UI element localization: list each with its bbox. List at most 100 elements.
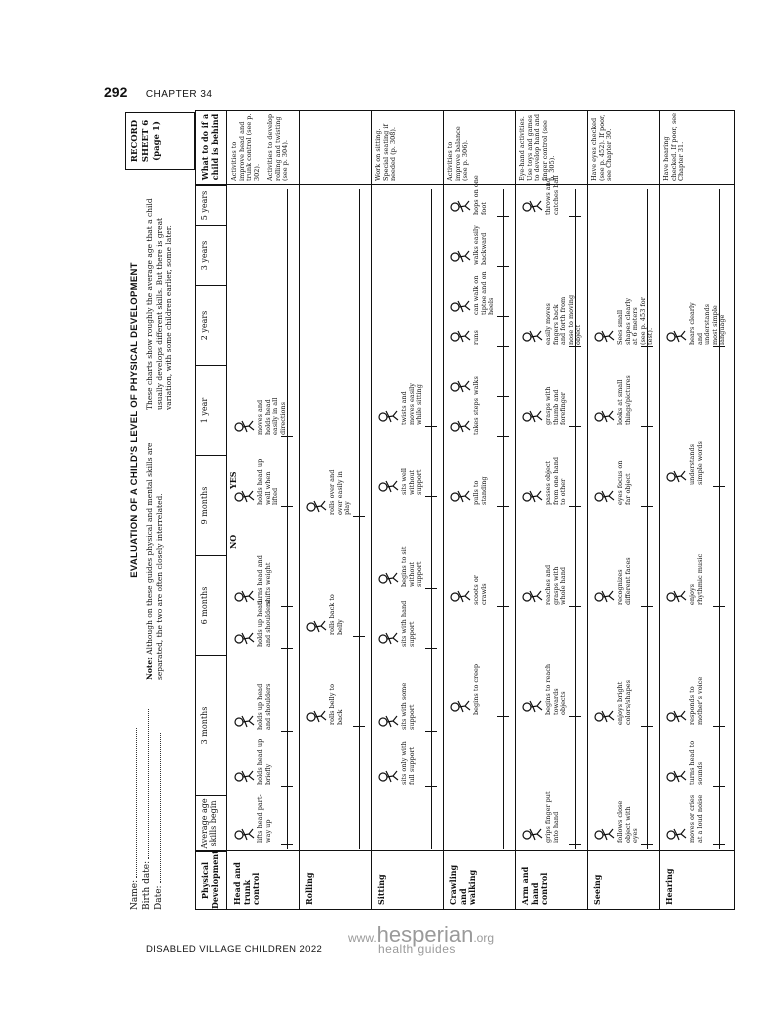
- milestone-tick: [281, 648, 293, 649]
- sheet-note: Note: Although on these guides physical …: [145, 420, 164, 681]
- row-label: Head and trunk control: [232, 862, 261, 905]
- milestone-label: sits only with full support: [400, 741, 416, 785]
- milestone-label: easily moves fingers back and forth from…: [544, 294, 582, 345]
- footer-book-title: DISABLED VILLAGE CHILDREN 2022: [146, 944, 323, 955]
- milestone-tick: [569, 606, 581, 607]
- child-figure-icon: [665, 323, 687, 345]
- sheet-title: EVALUATION OF A CHILD'S LEVEL OF PHYSICA…: [129, 262, 140, 578]
- milestone-tick: [497, 266, 509, 267]
- page-header: 292 CHAPTER 34: [104, 84, 213, 102]
- milestone-tick: [497, 506, 509, 507]
- milestone-tick: [497, 606, 509, 607]
- milestone-label: eyes focus on far object: [616, 460, 632, 505]
- page-number: 292: [104, 84, 128, 100]
- record-line-1: RECORD: [130, 119, 140, 163]
- grid-vline: [196, 184, 734, 185]
- birth-field[interactable]: [148, 708, 149, 859]
- milestone-label: begins to reach towards objects: [544, 663, 567, 715]
- child-figure-icon: [377, 763, 399, 785]
- row-divider: [659, 111, 660, 909]
- child-figure-icon: [233, 708, 255, 730]
- milestone-tick: [713, 844, 725, 845]
- milestone-tick: [425, 588, 437, 589]
- milestone-label: passes object from one hand to other: [544, 456, 567, 505]
- timeline-track: [431, 189, 433, 849]
- milestone-tick: [713, 726, 725, 727]
- child-figure-icon: [377, 708, 399, 730]
- row-divider: [299, 111, 300, 909]
- milestone-tick: [569, 506, 581, 507]
- child-figure-icon: [665, 463, 687, 485]
- milestone-label: holds head up briefly: [256, 738, 272, 785]
- child-figure-icon: [449, 243, 471, 265]
- child-figure-icon: [305, 613, 327, 635]
- timeline-track: [647, 189, 649, 849]
- milestone-label: hears clearly and understands most simpl…: [688, 302, 726, 345]
- what-to-do-cell: Have hearing checked. If poor, see Chapt…: [662, 113, 692, 181]
- column-1-year: 1 year: [196, 365, 226, 455]
- child-figure-icon: [593, 583, 615, 605]
- milestone-label: recognizes different faces: [616, 557, 632, 605]
- birth-label: Birth date:: [142, 860, 152, 910]
- grid-vline: [196, 850, 734, 851]
- child-figure-icon: [521, 821, 543, 843]
- hesperian-logo[interactable]: www.hesperian.org health guides: [348, 922, 518, 956]
- milestone-tick: [713, 486, 725, 487]
- milestone-tick: [425, 786, 437, 787]
- sheet-note-variation: These charts show roughly the average ag…: [145, 198, 173, 410]
- milestone-label: rolls over and over easily in play: [328, 469, 351, 515]
- milestone-label: pulls to standing: [472, 476, 488, 505]
- what-to-do-text: Work on sitting. Special seating if need…: [374, 124, 397, 181]
- milestone-tick: [353, 516, 365, 517]
- what-to-do-text: Activities to improve balance (see p. 30…: [446, 126, 469, 181]
- timeline-track: [575, 189, 577, 849]
- column-average-age: Average age skills begin: [196, 795, 226, 851]
- child-figure-icon: [449, 693, 471, 715]
- child-figure-icon: [449, 483, 471, 505]
- development-sheet: Name: Birth date: Date: EVALUATION OF A …: [125, 110, 765, 910]
- child-info: Name: Birth date: Date:: [129, 708, 165, 910]
- logo-tagline: health guides: [378, 942, 456, 956]
- name-field[interactable]: [136, 727, 137, 878]
- child-figure-icon: [449, 193, 471, 215]
- child-figure-icon: [593, 323, 615, 345]
- milestone-label: begins to sit without support: [400, 546, 423, 587]
- milestone-label: twists and moves easily while sitting: [400, 383, 423, 425]
- child-figure-icon: [593, 821, 615, 843]
- milestone-label: walks: [472, 376, 480, 395]
- row-label: Sitting: [376, 874, 386, 905]
- row-divider: [371, 111, 372, 909]
- milestone-label: begins to creep: [472, 663, 480, 715]
- speech-bubble: YES: [228, 471, 238, 489]
- milestone-tick: [425, 648, 437, 649]
- child-figure-icon: [521, 323, 543, 345]
- record-line-2: SHEET 6: [141, 119, 151, 163]
- milestone-label: Sees small shapes clearly at 6 meters (s…: [616, 297, 654, 345]
- date-field[interactable]: [160, 733, 161, 884]
- child-figure-icon: [233, 625, 255, 647]
- milestone-tick: [569, 346, 581, 347]
- milestone-tick: [569, 844, 581, 845]
- row-label: Seeing: [592, 874, 602, 905]
- milestone-tick: [281, 436, 293, 437]
- column-3-months: 3 months: [196, 655, 226, 795]
- milestone-label: turns head and shifts weight: [256, 555, 272, 605]
- child-figure-icon: [521, 583, 543, 605]
- milestone-label: understands simple words: [688, 441, 704, 485]
- what-to-do-text: Activities to improve head and trunk con…: [230, 113, 261, 181]
- child-figure-icon: [665, 763, 687, 785]
- child-figure-icon: [305, 493, 327, 515]
- child-figure-icon: [233, 483, 255, 505]
- logo-org: .org: [473, 931, 494, 945]
- milestone-label: rolls back to belly: [328, 594, 344, 635]
- row-label: Rolling: [304, 872, 314, 905]
- child-figure-icon: [377, 473, 399, 495]
- development-grid: Physical Development Average age skills …: [195, 110, 735, 910]
- what-to-do-text: Have hearing checked. If poor, see Chapt…: [662, 113, 685, 181]
- child-figure-icon: [233, 821, 255, 843]
- row-divider: [443, 111, 444, 909]
- logo-brand: hesperian: [376, 922, 474, 947]
- child-figure-icon: [449, 293, 471, 315]
- milestone-tick: [497, 216, 509, 217]
- child-figure-icon: [377, 625, 399, 647]
